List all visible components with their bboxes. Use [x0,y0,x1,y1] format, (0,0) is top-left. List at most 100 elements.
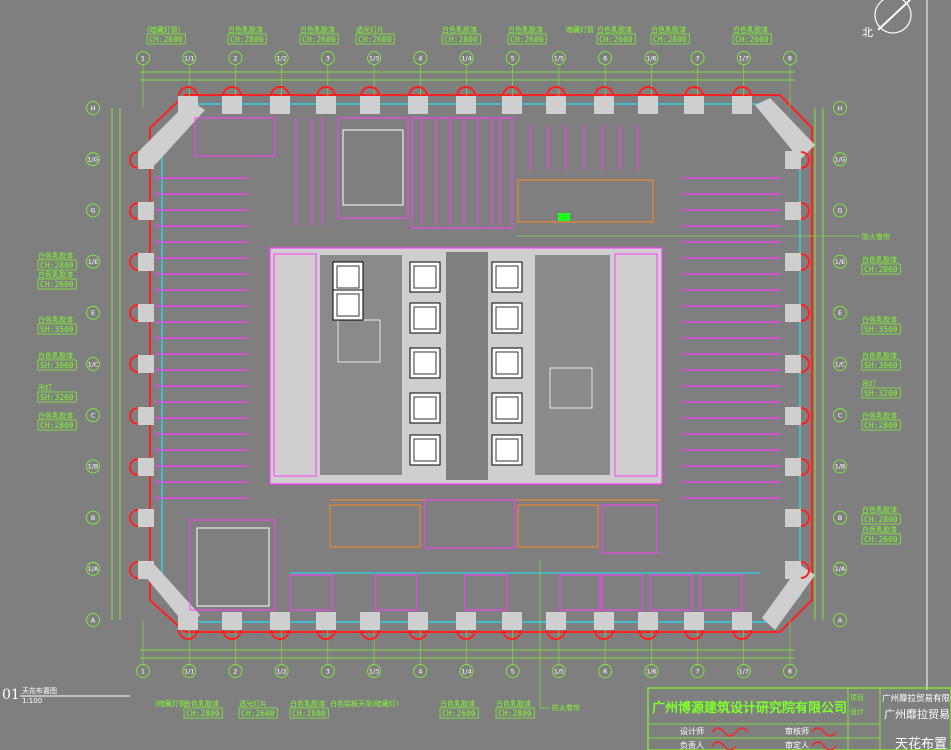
grid-bubble-row [833,510,847,525]
stair-east [549,367,593,409]
bottom-annotation-tag-box [238,707,278,719]
grid-column-label: 4 [418,54,422,62]
column-north [502,96,522,114]
column-east-arc [800,407,810,425]
top-annotation-tag-box [596,33,636,45]
left-annotation-name: 白色乳胶漆 [38,315,73,324]
grid-column-label: 7 [696,54,700,62]
grid-row-label: 1/B [88,463,99,471]
reviewer-signature [811,727,837,737]
view-label: 01 天花布置图 1:100 [2,686,130,705]
right-annotation-name: 吊灯 [862,379,876,388]
grid-bubble-row [833,459,847,474]
north-room-right [517,179,654,223]
column-west-arc [129,304,139,322]
column-north [594,96,614,114]
top-annotation-tag-box [732,33,772,45]
top-annotation-tag-box [355,33,395,45]
right-annotation-name: 白色乳胶漆 [862,505,897,514]
top-annotation-tag-box [227,33,267,45]
sw-room-inner [196,527,270,607]
elevator-car-inner [336,293,360,317]
column-south-arc [638,629,658,640]
grid-row-label: A [91,616,96,624]
bottom-annotation-name: 白色乳胶漆 [184,699,219,708]
core-east-room [535,255,610,475]
corner-wall-nw [140,100,205,165]
south-room-2 [424,499,516,549]
left-annotation-name: 白色乳胶漆 [38,251,73,260]
core-shaft [446,252,488,480]
grid-column-label: 6 [603,667,607,675]
elevators [332,261,523,466]
elevator-car [491,261,523,293]
grid-row-label: E [838,309,842,317]
bottom-annotation-tag: CH:2800 [498,709,532,718]
column-west [138,253,154,271]
elevator-car-inner [413,351,437,375]
ceiling-panel-south [699,574,743,611]
column-south [178,612,198,630]
top-annotation-tag: CH:2600 [599,35,633,44]
column-north-arc [178,86,198,97]
elevator-car-inner [495,265,519,289]
column-west [138,407,154,425]
left-annotation-tag-box [37,359,77,371]
column-west-arc [129,458,139,476]
south-room-3 [517,504,599,548]
grid-column-label: 1/7 [739,667,749,675]
column-south-arc [222,629,242,640]
grid-bubble-row [86,203,100,218]
elevator-car [409,261,441,293]
grid-column-label: 1/2 [276,667,286,675]
stamp-label-design: 设计 [850,707,864,716]
ceiling-panel-south [599,574,643,611]
ceiling-panel-south [374,574,418,611]
right-annotation-tag: CH:2800 [864,515,898,524]
left-annotation-name: 白色乳胶漆 [38,270,73,279]
bottom-annotation-tag-box [439,707,479,719]
column-south [732,612,752,630]
grid-row-label: C [91,412,96,420]
left-annotation-tag-box [37,323,77,335]
column-south-arc [732,629,752,640]
grid-row-label: 1/G [87,156,98,164]
grid-bubble-column [690,664,705,678]
left-annotation-name: 白色乳胶漆 [38,411,73,420]
column-east [785,202,801,220]
column-north [360,96,380,114]
left-annotation-name: 吊灯 [38,383,52,392]
grid-column-label: 1/4 [461,54,471,62]
grid-bubble-column [136,51,150,65]
elevator-car [332,289,364,321]
column-east [785,151,801,169]
grid-row-label: 1/A [835,565,846,573]
bottom-annotation-name: 透光灯片 [239,699,267,708]
left-annotation-tag-box [37,278,77,290]
ceiling-panel-south [464,574,508,611]
column-west-arc [129,561,139,579]
ceiling-panel-south [559,574,603,611]
corner-wall-ne [755,98,815,160]
grid-bubble-row [833,408,847,423]
top-annotation-name: 白色乳胶漆 [300,25,335,34]
grid-bubble-column [736,51,751,65]
column-north-arc [546,86,566,97]
view-number: 01 [2,687,20,703]
ceiling-panel-south [289,574,333,611]
column-north-arc [456,86,476,97]
elevator-car [491,392,523,424]
right-annotation-tag: CH:2800 [864,265,898,274]
grid-bubble-column [274,51,289,65]
top-annotation-tag: CH:2800 [444,35,478,44]
top-annotation-tag: CH:2600 [358,35,392,44]
approver-label: 审定人 [785,740,809,750]
grid-row-label: G [90,207,95,215]
right-annotation-tag: SH:3200 [864,389,898,398]
grid-bubble-column [320,664,335,678]
grid-column-label: 1/6 [646,54,656,62]
bottom-annotation-tag: CH:2800 [292,709,326,718]
grid-column-label: 2 [233,667,237,675]
elevator-car-inner [413,438,437,462]
